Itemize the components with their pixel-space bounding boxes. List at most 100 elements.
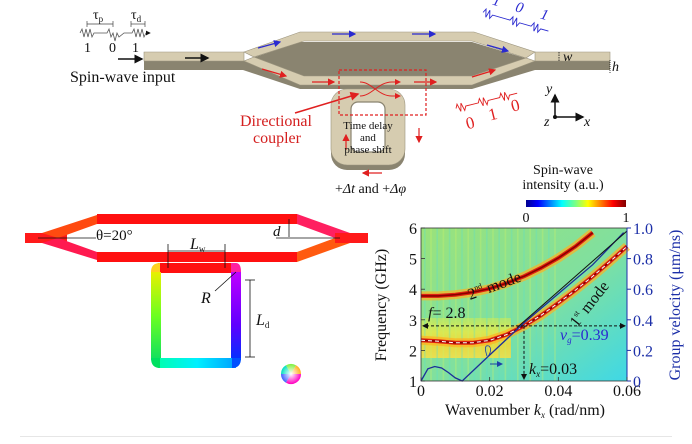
geom-lower-bar: [97, 252, 297, 262]
y2-axis-label: Group velocity (μm/ns): [667, 230, 684, 381]
y-tick-label: 1: [409, 374, 417, 391]
chart-markers-group: [422, 322, 626, 380]
geom-upper-bar: [97, 214, 297, 224]
x-tick-label: 0.02: [476, 383, 504, 400]
geom-ring-corner-tl: [151, 263, 161, 273]
y-tick-label: 2: [409, 343, 417, 360]
interference-stripe: [535, 228, 538, 381]
interference-stripe: [424, 228, 426, 381]
geom-ring-corner-bl: [151, 358, 160, 368]
lower-bit-3: 0: [509, 95, 522, 115]
geom-upper-right-arm: [297, 214, 350, 238]
y2-tick-label: 0.4: [633, 313, 653, 330]
y-tick-label: 6: [409, 221, 417, 238]
interference-stripe: [448, 228, 451, 381]
coupler-label-line1: Directional: [240, 113, 313, 130]
geom-ring-top: [158, 263, 236, 273]
Ld-label: Ld: [255, 312, 270, 330]
coordinate-axes: y x z: [543, 82, 591, 130]
phase-wheel-center: [281, 364, 301, 384]
y2-tick-label: 0.2: [633, 343, 653, 360]
geom-upper-left-arm: [42, 215, 97, 238]
interference-stripe: [436, 228, 438, 381]
geom-ring-left: [151, 272, 161, 360]
theta-label: θ=20°: [96, 228, 133, 244]
colorbar-title-line1: Spin-wave: [533, 163, 593, 178]
delay-caption: +Δt and +Δφ: [335, 182, 406, 197]
annotation-wavenumber: kx=0.03: [529, 361, 577, 379]
tau-d-label: τd: [131, 8, 142, 24]
upper-bit-1: 1: [490, 0, 502, 10]
colorbar-gradient: [526, 200, 626, 207]
x-tick-label: 0.06: [613, 383, 641, 400]
lower-arm: [243, 56, 536, 86]
waveguide-side: [144, 42, 610, 89]
bottom-divider: [20, 436, 672, 437]
vg-curve-indicator: [485, 345, 491, 359]
upper-output-waveform: [482, 7, 549, 34]
input-bit-1: 1: [84, 41, 91, 56]
interference-stripe: [523, 228, 525, 381]
height-label: h: [612, 60, 619, 75]
coupler-curve-1: [359, 81, 401, 99]
x-axis-label: Wavenumber kx (rad/nm): [445, 402, 605, 420]
interference-stripe: [498, 228, 500, 381]
interference-stripe: [510, 228, 513, 381]
width-label: w: [563, 50, 573, 65]
series-group-velocity: [420, 232, 625, 382]
upper-arrow-1: [257, 40, 282, 49]
lower-bit-1: 0: [464, 113, 477, 133]
lower-output-waveform: [455, 91, 518, 112]
input-waveguide: [143, 51, 245, 62]
Lw-label: Lw: [189, 236, 206, 254]
input-pulse-waveform: [79, 27, 151, 42]
geom-ring-corner-br: [232, 358, 241, 368]
tau-p-label: τp: [93, 8, 104, 24]
interference-stripe: [492, 228, 494, 381]
geom-lower-left-arm: [42, 238, 97, 260]
x-tick-label: 0.04: [544, 383, 572, 400]
y2-tick-label: 0.6: [633, 282, 653, 299]
lower-arrow-4: [471, 68, 497, 78]
series-2nd-mode: [421, 231, 594, 297]
x-tick-label: 0: [417, 383, 425, 400]
geom-ring-bottom: [158, 358, 236, 368]
axis-y-label: y: [544, 82, 553, 97]
flow-arrows: [118, 30, 510, 177]
lower-arrow-1: [261, 68, 288, 78]
input-pulse-train: τp τd 1 0 1: [79, 8, 151, 56]
coupler-label-line2: coupler: [253, 130, 302, 147]
interference-stripe: [479, 228, 482, 381]
R-label: R: [200, 290, 211, 307]
d-label: d: [273, 224, 281, 240]
ring-label-line3: phase shift: [344, 144, 391, 156]
y-axis-label: Frequency (GHz): [373, 249, 390, 361]
geom-output-stub: [335, 233, 368, 243]
interference-stripe: [455, 228, 457, 381]
ring-label-line2: and: [360, 132, 376, 144]
axis-x-label: x: [583, 115, 591, 130]
upper-bit-2: 0: [514, 0, 526, 17]
annotation-frequency: f= 2.8: [428, 305, 465, 322]
upper-arrow-4: [486, 44, 510, 53]
y2-tick-label: 0.8: [633, 252, 653, 269]
y-tick-label: 5: [409, 252, 417, 269]
interference-stripe: [529, 228, 531, 381]
upper-bit-3: 1: [539, 7, 551, 24]
annotation-group-velocity: vg=0.39: [560, 327, 609, 345]
interference-stripe: [430, 228, 432, 381]
interference-stripe: [461, 228, 463, 381]
upper-output-pulses: 1 0 1: [482, 0, 551, 34]
input-bit-3: 1: [132, 41, 139, 56]
y-tick-label: 4: [409, 282, 417, 299]
colorbar-title-line2: intensity (a.u.): [522, 178, 604, 193]
colorbar-min-label: 0: [523, 211, 530, 226]
lower-bit-2: 1: [486, 104, 499, 124]
output-waveguide: [534, 51, 611, 62]
coupler-highlight-box: [338, 69, 427, 116]
first-mode-linear-fit: [516, 230, 628, 328]
interference-stripe: [467, 228, 469, 381]
